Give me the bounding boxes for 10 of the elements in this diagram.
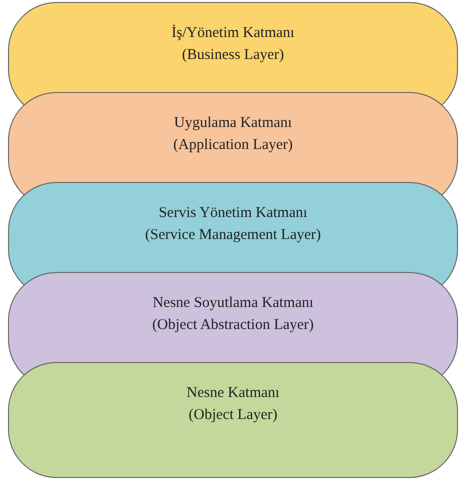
layer-title: Uygulama Katmanı bbox=[174, 114, 292, 133]
layer-title: Nesne Katmanı bbox=[186, 384, 280, 403]
layer-title: Nesne Soyutlama Katmanı bbox=[152, 294, 314, 313]
layer-subtitle: (Service Management Layer) bbox=[145, 226, 321, 245]
layer-title: İş/Yönetim Katmanı bbox=[172, 24, 294, 43]
layer-subtitle: (Object Abstraction Layer) bbox=[152, 316, 314, 335]
layer-title: Servis Yönetim Katmanı bbox=[158, 204, 308, 223]
layer-subtitle: (Business Layer) bbox=[182, 46, 284, 65]
layer-subtitle: (Application Layer) bbox=[173, 136, 293, 155]
layer-subtitle: (Object Layer) bbox=[188, 406, 278, 425]
